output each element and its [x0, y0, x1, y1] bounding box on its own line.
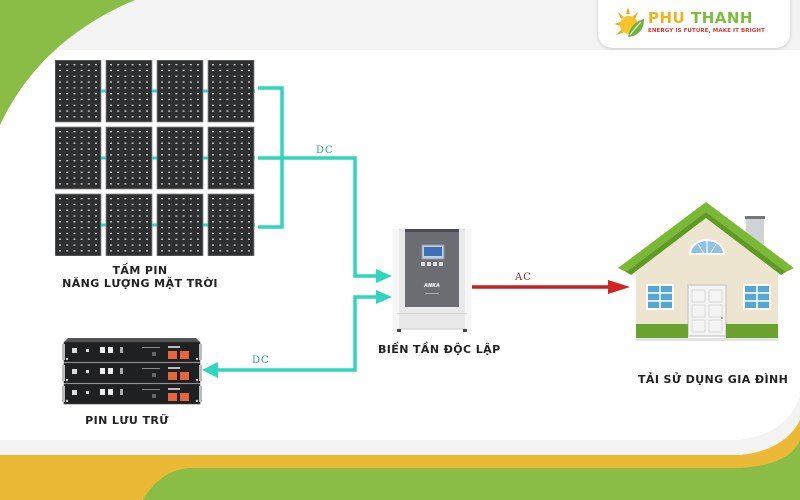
battery-unit	[62, 383, 202, 405]
solar-panels-label-line1: TẤM PIN	[112, 264, 168, 277]
battery-label: PIN LƯU TRỮ	[85, 414, 169, 427]
solar-panel	[105, 59, 153, 123]
solar-panels-label-line2: NĂNG LƯỢNG MẶT TRỜI	[62, 277, 218, 290]
solar-panel	[54, 126, 102, 190]
panel-connector	[101, 89, 106, 93]
solar-panel	[207, 59, 255, 123]
dc-label-battery: DC	[252, 355, 270, 366]
arrowhead-to-battery	[202, 362, 218, 378]
panel-connector	[254, 89, 258, 93]
brand-name-part1: PHU	[648, 9, 686, 27]
right-hedge	[726, 324, 778, 338]
panel-connector	[101, 156, 106, 160]
battery-stack[interactable]	[62, 332, 202, 408]
right-window	[743, 284, 771, 310]
house-graphic	[618, 202, 794, 341]
left-hedge	[636, 324, 688, 338]
panel-connector	[152, 223, 157, 227]
inverter-graphic: ANKA	[392, 228, 472, 332]
brand-name-part2: THANH	[690, 9, 753, 27]
solar-panel	[54, 59, 102, 123]
panel-connector	[101, 223, 106, 227]
sun-leaf-icon	[614, 7, 644, 37]
battery-unit	[62, 341, 202, 363]
solar-panel	[156, 193, 204, 257]
panel-connector	[203, 156, 208, 160]
front-door	[687, 284, 727, 337]
inverter[interactable]: ANKA	[392, 228, 472, 333]
panel-connector	[152, 89, 157, 93]
panel-connector	[203, 89, 208, 93]
panel-connector	[203, 223, 208, 227]
brand-tagline: ENERGY IS FUTURE, MAKE IT BRIGHT	[648, 28, 765, 34]
dc-line-panels-mid	[258, 156, 378, 278]
panel-connector	[254, 223, 258, 227]
ac-label: AC	[515, 272, 532, 283]
solar-panel	[54, 193, 102, 257]
brand-logo[interactable]: PHU THANH ENERGY IS FUTURE, MAKE IT BRIG…	[598, 0, 790, 48]
solar-panel	[207, 126, 255, 190]
panel-connector	[254, 156, 258, 160]
battery-top	[64, 338, 200, 342]
arrowhead-to-house	[608, 280, 630, 294]
solar-panel	[105, 126, 153, 190]
panel-connector	[152, 156, 157, 160]
dc-label-panels: DC	[316, 145, 334, 156]
house[interactable]	[616, 198, 796, 348]
arrowhead-to-inverter-1	[376, 269, 392, 283]
inverter-brand-mark: ANKA	[423, 283, 440, 289]
solar-panel	[156, 126, 204, 190]
solar-panel	[207, 193, 255, 257]
brand-name: PHU THANH	[648, 9, 753, 27]
solar-panel-array[interactable]	[54, 59, 258, 257]
solar-panels-label: TẤM PIN NĂNG LƯỢNG MẶT TRỜI	[40, 264, 240, 290]
inverter-label: BIẾN TẦN ĐỘC LẬP	[378, 343, 501, 356]
house-label: TẢI SỬ DỤNG GIA ĐÌNH	[638, 373, 789, 386]
green-bottom-shape	[143, 440, 800, 500]
solar-panel	[156, 59, 204, 123]
green-corner-arc	[0, 0, 135, 125]
solar-panels-graphic	[54, 59, 258, 257]
battery-unit	[62, 362, 202, 384]
battery-graphic	[62, 338, 202, 405]
solar-panel	[105, 193, 153, 257]
left-window	[646, 284, 674, 310]
arrowhead-to-inverter-2	[376, 290, 392, 304]
dc-line-battery	[215, 295, 378, 372]
